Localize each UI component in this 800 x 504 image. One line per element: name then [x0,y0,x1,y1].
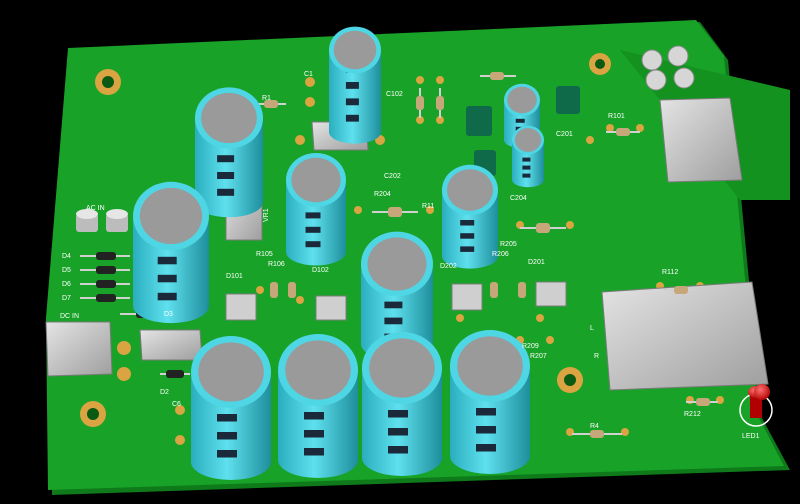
solder-pads [117,76,724,445]
label-r4: R4 [590,423,599,430]
label-r11: R11 [422,203,434,210]
transistors [225,281,567,321]
electrolytic-capacitor [442,164,498,269]
label-d101: D101 [226,273,243,280]
aux-terminals [641,45,695,91]
label-c204: C204 [510,195,527,202]
resistors [256,72,718,438]
label-r205: R205 [500,241,517,248]
label-d102: D102 [312,267,329,274]
electrolytic-capacitor [133,181,209,324]
label-c201: C201 [556,131,573,138]
label-d201: D201 [528,259,545,266]
label-r209: R209 [522,343,539,350]
electrolytic-capacitor [195,87,263,218]
electrolytic-capacitor [362,332,442,476]
label-right-channel: R [594,353,599,360]
label-r1: R1 [262,95,271,102]
label-ac-in: AC IN [86,205,105,212]
electrolytic-capacitor [512,125,544,188]
label-d2: D2 [160,389,169,396]
label-r105: R105 [256,251,273,258]
label-d5: D5 [62,267,71,274]
label-d6: D6 [62,281,71,288]
label-c102: C102 [386,91,403,98]
label-r206: R206 [492,251,509,258]
electrolytic-capacitor [504,83,540,149]
label-r106: R106 [268,261,285,268]
led-indicator [739,384,773,427]
electrolytic-capacitor [329,26,381,144]
label-d7: D7 [62,295,71,302]
label-left-channel: L [590,325,594,332]
label-r207: R207 [530,353,547,360]
electrolytic-capacitor [191,336,271,480]
label-c1: C1 [304,71,313,78]
label-c202: C202 [384,173,401,180]
label-d4: D4 [62,253,71,260]
ac-input-terminals [76,209,128,232]
label-c6: C6 [172,401,181,408]
label-r112: R112 [662,269,678,276]
label-led1: LED1 [742,433,760,440]
silkscreen-labels: C1 C102 C201 C202 C204 C6 R1 R4 R101 R10… [60,71,760,440]
electrolytic-capacitor [450,330,530,474]
label-vr1: VR1 [263,208,270,222]
label-r204: R204 [374,191,391,198]
label-d3: D3 [164,311,173,318]
mounting-holes [80,53,611,427]
label-d202: D202 [440,263,457,270]
label-r101: R101 [608,113,625,120]
label-dc-in: DC IN [60,313,79,320]
electrolytic-capacitor [286,153,346,266]
electrolytic-capacitor [278,334,358,478]
label-r212: R212 [684,411,701,418]
film-capacitors [466,86,580,176]
electrolytic-capacitors [133,26,544,480]
